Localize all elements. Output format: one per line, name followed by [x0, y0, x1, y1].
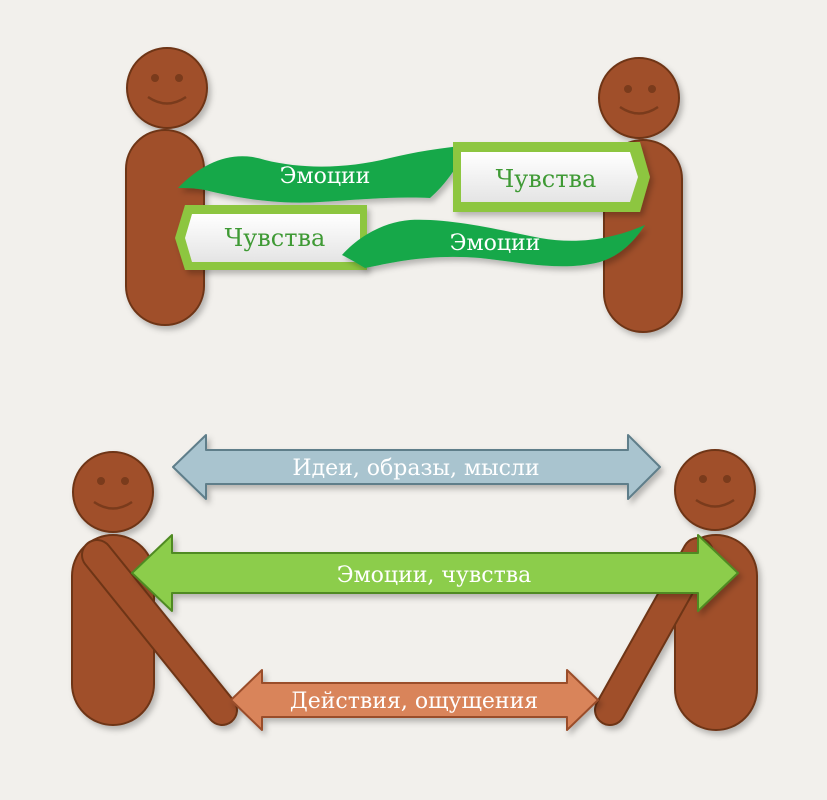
person-head [674, 449, 756, 531]
eye-icon [175, 74, 183, 82]
emotions-flag-left [178, 145, 470, 203]
smile-icon [619, 105, 659, 115]
top-scene: Эмоции Чувства Чувства Эмоции [125, 47, 683, 333]
emotions-flag-left-label: Эмоции [280, 164, 371, 189]
person-bottom-left [71, 451, 238, 726]
person-head [598, 57, 680, 139]
person-arm [83, 541, 236, 724]
actions-arrow [230, 669, 599, 731]
feelings-card-left-label: Чувства [225, 224, 326, 252]
eye-icon [97, 477, 105, 485]
feelings-card-left [175, 205, 367, 270]
smile-icon [147, 95, 187, 105]
ideas-arrow-label: Идеи, образы, мысли [292, 456, 539, 481]
feelings-card-right [453, 142, 650, 212]
ideas-arrow [172, 434, 661, 500]
actions-arrow-label: Действия, ощущения [290, 689, 538, 714]
emotions-arrow-label: Эмоции, чувства [337, 563, 532, 588]
eye-icon [723, 475, 731, 483]
smile-icon [695, 498, 735, 508]
emotions-flag-right-label: Эмоции [450, 231, 541, 256]
bottom-scene: Идеи, образы, мысли Эмоции, чувства Дейс… [71, 434, 758, 731]
eye-icon [648, 85, 656, 93]
emotions-arrow [131, 534, 739, 612]
person-head [126, 47, 208, 129]
eye-icon [624, 85, 632, 93]
eye-icon [699, 475, 707, 483]
smile-icon [93, 500, 133, 510]
eye-icon [121, 477, 129, 485]
emotions-flag-right [342, 219, 645, 268]
person-head [72, 451, 154, 533]
feelings-card-right-label: Чувства [496, 165, 597, 193]
eye-icon [151, 74, 159, 82]
